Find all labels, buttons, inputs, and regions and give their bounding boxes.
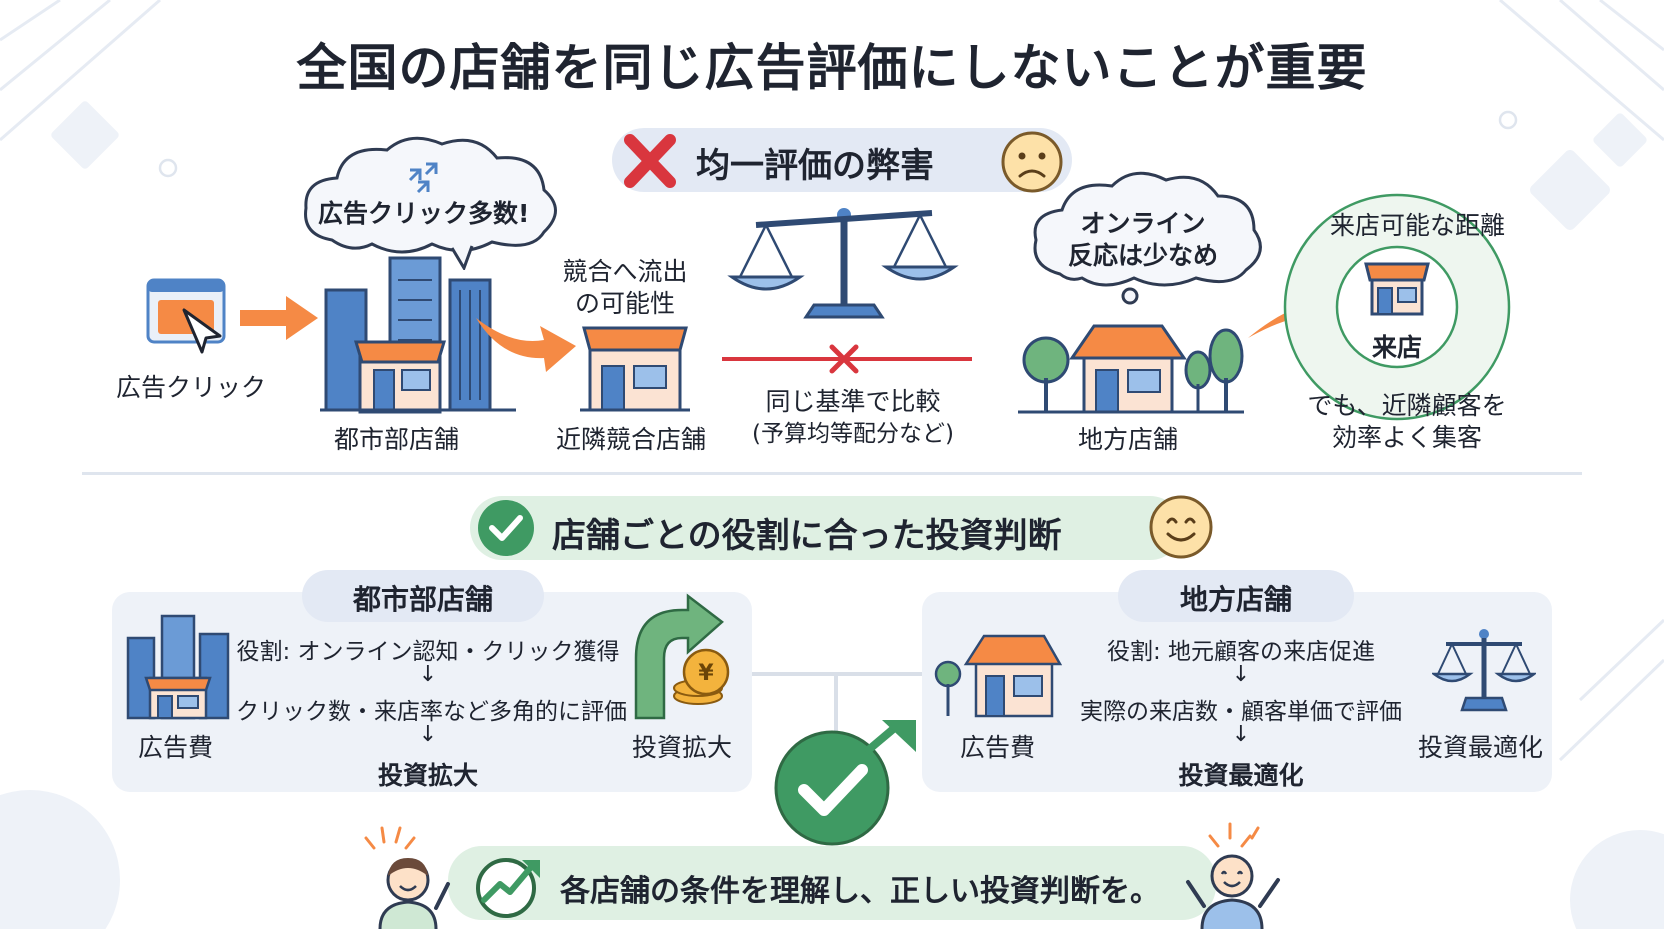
urban-store-label: 都市部店舗: [334, 425, 460, 454]
ad-click-label: 広告クリック: [116, 373, 267, 402]
ad-click-browser-icon: [146, 278, 226, 354]
rural-house-icon: [934, 634, 1062, 718]
visit-label: 来店: [1371, 333, 1422, 362]
outflow-line2: の可能性: [574, 289, 675, 318]
urban-store-icon: [320, 256, 516, 414]
rural-arrow-1: ↓: [1231, 662, 1251, 687]
distance-circle-icon: [1283, 193, 1511, 421]
bad-heading: 均一評価の弊害: [696, 146, 934, 186]
urban-tab: 都市部店舗: [352, 583, 493, 616]
growth-chart-icon: [476, 858, 540, 918]
rural-ad-cost: 広告費: [960, 733, 1036, 762]
outflow-line1: 競合へ流出: [562, 257, 688, 286]
section-divider: [82, 472, 1582, 475]
thought-cloud-rural: [1033, 171, 1262, 305]
rural-arrow-2: ↓: [1231, 722, 1251, 747]
rural-eval: 実際の来店数・顧客単価で評価: [1080, 699, 1402, 725]
compare-line2: (予算均等配分など): [752, 421, 954, 447]
urban-buildings-icon: [126, 614, 230, 720]
footer-banner: [448, 846, 1216, 920]
cloud-rural-line2: 反応は少なめ: [1067, 241, 1218, 270]
urban-eval: クリック数・来店率など多角的に評価: [236, 699, 627, 725]
urban-tab-pill: [302, 570, 544, 622]
svg-text:¥: ¥: [698, 661, 714, 686]
compare-line1: 同じ基準で比較: [765, 387, 941, 416]
rural-tab: 地方店舗: [1179, 583, 1292, 616]
cloud-urban-text: 広告クリック多数!: [318, 199, 530, 228]
small-scale-icon: [1432, 629, 1536, 712]
urban-side-label: 投資拡大: [632, 733, 733, 762]
rural-role: 役割: 地元顧客の来店促進: [1106, 639, 1376, 665]
bad-heading-pill: [612, 128, 1072, 192]
sad-face-icon: [1001, 131, 1063, 193]
rural-store-label: 地方店舗: [1078, 425, 1179, 454]
urban-role: 役割: オンライン認知・クリック獲得: [236, 639, 620, 665]
thought-cloud-urban: [304, 136, 557, 270]
rural-store-icon: [1018, 324, 1244, 414]
person-left-icon: [364, 826, 450, 929]
check-circle-icon: [478, 500, 534, 556]
urban-ad-cost: 広告費: [138, 733, 214, 762]
rural-note-line2: 効率よく集客: [1331, 423, 1482, 452]
growth-arrow-coin-icon: ¥: [634, 593, 730, 720]
competitor-store-label: 近隣競合店舗: [556, 425, 707, 454]
big-check-arrow-icon: [774, 720, 916, 846]
cloud-rural-line1: オンライン: [1080, 209, 1206, 238]
rural-side-label: 投資最適化: [1418, 733, 1544, 762]
urban-arrow-1: ↓: [418, 662, 438, 687]
smile-face-icon: [1149, 495, 1213, 559]
rural-result: 投資最適化: [1178, 761, 1304, 790]
good-heading-pill: [470, 496, 1182, 560]
rural-tab-pill: [1118, 570, 1354, 622]
page-title: 全国の店舗を同じ広告評価にしないことが重要: [296, 39, 1368, 97]
distance-label: 来店可能な距離: [1330, 211, 1506, 240]
urban-result: 投資拡大: [377, 761, 478, 790]
footer-message: 各店舗の条件を理解し、正しい投資判断を。: [560, 874, 1160, 909]
competitor-store-icon: [580, 326, 690, 412]
cross-mark-icon: [624, 134, 676, 188]
outflow-arrow-icon: [476, 318, 576, 372]
orange-arrow-icon: [240, 296, 318, 340]
good-heading: 店舗ごとの役割に合った投資判断: [552, 516, 1062, 556]
balance-scale-icon: [722, 208, 972, 374]
urban-arrow-2: ↓: [418, 722, 438, 747]
person-right-icon: [1186, 822, 1280, 929]
rural-note-line1: でも、近隣顧客を: [1307, 391, 1507, 420]
